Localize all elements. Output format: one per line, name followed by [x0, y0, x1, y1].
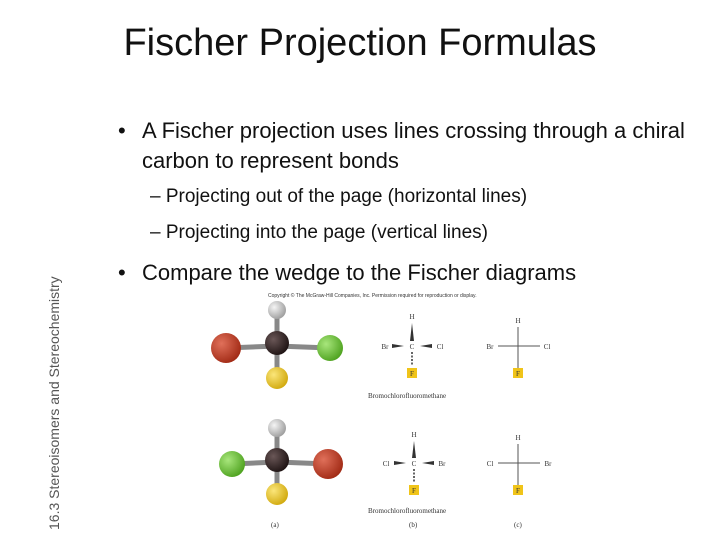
panel-label-a: (a): [271, 521, 279, 529]
bromine-atom: [313, 449, 343, 479]
hydrogen-atom: [268, 419, 286, 437]
atom-label-br: Br: [439, 460, 447, 468]
panel-label-b: (b): [409, 521, 418, 529]
fluorine-atom: [266, 483, 288, 505]
sub-bullet-text: Projecting out of the page (horizontal l…: [165, 186, 528, 207]
figure-copyright: Copyright © The McGraw-Hill Companies, I…: [268, 293, 477, 299]
atom-label-c: C: [410, 343, 415, 351]
molecule-diagrams: H C Br Cl F H Br Cl F H C Cl: [211, 301, 552, 505]
atom-label-cl: Cl: [544, 343, 551, 351]
hydrogen-atom: [268, 301, 286, 319]
atom-label-f: F: [412, 487, 416, 495]
atom-label-h: H: [515, 434, 520, 442]
panel-label-c: (c): [514, 521, 522, 529]
bullet-text: A Fischer projection uses lines crossing…: [142, 118, 685, 173]
bullet-text: Compare the wedge to the Fischer diagram…: [142, 260, 577, 285]
chlorine-atom: [219, 451, 245, 477]
slide-title: Fischer Projection Formulas: [123, 22, 597, 64]
figure-caption-bottom: Bromochlorofluoromethane: [368, 507, 447, 515]
section-label: 16.3 Stereoisomers and Stereochemistry: [46, 276, 62, 530]
figure-caption-top: Bromochlorofluoromethane: [368, 392, 447, 400]
wedge-diagram-top: H C Br Cl F: [382, 313, 444, 378]
molecule-figure: Copyright © The McGraw-Hill Companies, I…: [196, 290, 566, 530]
ball-stick-model-top: [211, 301, 343, 389]
atom-label-h: H: [411, 431, 416, 439]
bullet-marker: •: [118, 118, 126, 143]
bromine-atom: [211, 333, 241, 363]
atom-label-br: Br: [382, 343, 390, 351]
atom-label-f: F: [410, 370, 414, 378]
atom-label-h: H: [409, 313, 414, 321]
sub-bullet-text: Projecting into the page (vertical lines…: [165, 222, 488, 243]
bullet-marker: •: [118, 260, 126, 285]
wedge-diagram-bottom: H C Cl Br F: [383, 431, 446, 495]
atom-label-cl: Cl: [437, 343, 444, 351]
fluorine-atom: [266, 367, 288, 389]
ball-stick-model-bottom: [219, 419, 343, 505]
fischer-projection-bottom: H Cl Br F: [487, 434, 552, 495]
atom-label-c: C: [412, 460, 417, 468]
atom-label-br: Br: [545, 460, 553, 468]
atom-label-cl: Cl: [487, 460, 494, 468]
sub-bullet-1: – Projecting out of the page (horizontal…: [150, 186, 527, 208]
carbon-atom: [265, 331, 289, 355]
sub-bullet-marker: –: [150, 186, 161, 207]
fischer-projection-top: H Br Cl F: [487, 317, 551, 378]
atom-label-f: F: [516, 370, 520, 378]
atom-label-h: H: [515, 317, 520, 325]
sub-bullet-2: – Projecting into the page (vertical lin…: [150, 222, 488, 244]
carbon-atom: [265, 448, 289, 472]
atom-label-cl: Cl: [383, 460, 390, 468]
chlorine-atom: [317, 335, 343, 361]
atom-label-f: F: [516, 487, 520, 495]
atom-label-br: Br: [487, 343, 495, 351]
sub-bullet-marker: –: [150, 222, 161, 243]
